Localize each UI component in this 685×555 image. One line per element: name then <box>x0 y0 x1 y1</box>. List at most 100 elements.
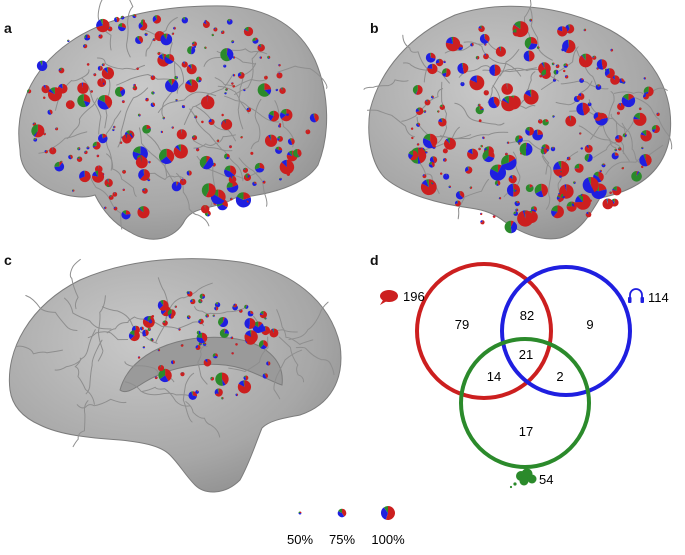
venn-circle-third <box>459 337 591 469</box>
electrode-pie <box>602 198 614 210</box>
electrode-pie <box>202 342 207 346</box>
electrode-pie <box>266 361 271 366</box>
electrode-pie <box>460 81 465 87</box>
electrode-pie <box>67 39 70 43</box>
electrode-pie <box>488 96 500 109</box>
electrode-pie <box>84 150 88 155</box>
electrode-pie <box>133 83 137 87</box>
electrode-pie <box>651 124 660 134</box>
electrode-pie <box>137 113 141 117</box>
electrode-pie <box>279 87 286 94</box>
electrode-pie <box>408 150 418 161</box>
electrode-pie <box>233 303 237 308</box>
electrode-pie <box>112 128 115 132</box>
brain-sulcus <box>89 174 123 230</box>
electrode-pie <box>101 67 115 80</box>
electrode-pie <box>540 147 547 155</box>
electrode-pie <box>262 180 266 184</box>
electrode-pie <box>151 91 155 95</box>
electrode-pie <box>583 28 587 32</box>
electrode-pie <box>223 64 227 68</box>
electrode-pie <box>264 75 268 80</box>
electrode-pie <box>257 83 272 97</box>
electrode-pie <box>523 50 535 62</box>
electrode-pie <box>55 127 59 131</box>
venn-circle-speech <box>415 262 553 400</box>
electrode-pie <box>104 206 107 210</box>
electrode-pie <box>305 129 311 135</box>
brain-sulcus <box>101 306 158 344</box>
electrode-pie <box>214 302 221 308</box>
electrode-pie <box>561 48 565 52</box>
electrode-pie <box>614 135 623 143</box>
electrode-pie <box>478 147 481 151</box>
electrode-pie <box>112 191 118 197</box>
electrode-pie <box>195 344 201 350</box>
electrode-pie <box>643 93 649 100</box>
electrode-pie <box>579 78 584 83</box>
electrode-pie <box>480 220 485 225</box>
electrode-pie <box>482 149 495 163</box>
electrode-pie <box>221 397 224 400</box>
electrode-pie <box>513 211 518 216</box>
electrode-pie <box>137 356 141 359</box>
electrode-pie <box>239 309 243 313</box>
electrode-pie <box>640 130 652 142</box>
electrode-pie <box>83 43 88 49</box>
brain-sulcus <box>97 295 106 362</box>
electrode-pie <box>77 147 81 151</box>
brain-sulcus <box>145 317 205 330</box>
brain-sulcus <box>182 372 195 423</box>
electrode-pie <box>72 189 75 192</box>
electrode-pie <box>416 122 421 127</box>
electrode-pie <box>196 332 208 344</box>
brain-sulcus <box>195 106 236 142</box>
brain-medial <box>8 258 342 493</box>
electrode-pie <box>44 149 48 154</box>
electrode-pie <box>483 53 489 60</box>
electrode-pie <box>175 98 178 102</box>
venn-region-listening-only: 9 <box>586 317 593 332</box>
electrode-pie <box>160 130 164 134</box>
electrode-pie <box>293 149 302 158</box>
electrode-pie <box>275 88 279 92</box>
electrode-pie <box>259 56 263 59</box>
electrode-pie <box>191 135 198 141</box>
electrode-pie <box>498 197 502 200</box>
electrode-pie <box>479 212 483 216</box>
electrode-pie <box>174 75 178 80</box>
electrode-pie <box>506 141 510 144</box>
electrode-pie <box>92 141 101 150</box>
electrode-pie <box>228 175 237 184</box>
electrode-pie <box>190 298 196 305</box>
electrode-pie <box>431 95 434 99</box>
electrode-pie <box>622 133 627 138</box>
legend-label-50: 50% <box>287 532 313 547</box>
electrode-pie <box>243 26 254 37</box>
electrode-pie <box>506 183 521 197</box>
electrode-pie <box>430 181 434 185</box>
electrode-pie <box>309 113 319 123</box>
electrode-pie <box>573 181 576 184</box>
electrode-pie <box>122 169 127 174</box>
electrode-pie <box>185 79 199 93</box>
electrode-pie <box>237 380 252 394</box>
electrode-pie <box>199 293 206 300</box>
electrode-pie <box>119 141 123 144</box>
electrode-pie <box>65 100 75 110</box>
brain-sulcus <box>189 108 233 152</box>
legend-label-75: 75% <box>329 532 355 547</box>
electrode-pie <box>470 42 474 47</box>
venn-total-listening: 114 <box>648 290 669 305</box>
electrode-pie <box>595 84 602 90</box>
electrode-pie <box>152 15 162 24</box>
venn-region-third-only: 17 <box>519 424 533 439</box>
electrode-pie <box>268 110 280 122</box>
electrode-pie <box>656 112 660 117</box>
electrode-pie <box>437 110 440 113</box>
electrode-pie <box>157 365 165 372</box>
brain-sulcus <box>457 178 489 220</box>
electrode-pie <box>147 178 151 182</box>
brain-sulcus <box>117 87 149 148</box>
electrode-pie <box>220 30 225 35</box>
